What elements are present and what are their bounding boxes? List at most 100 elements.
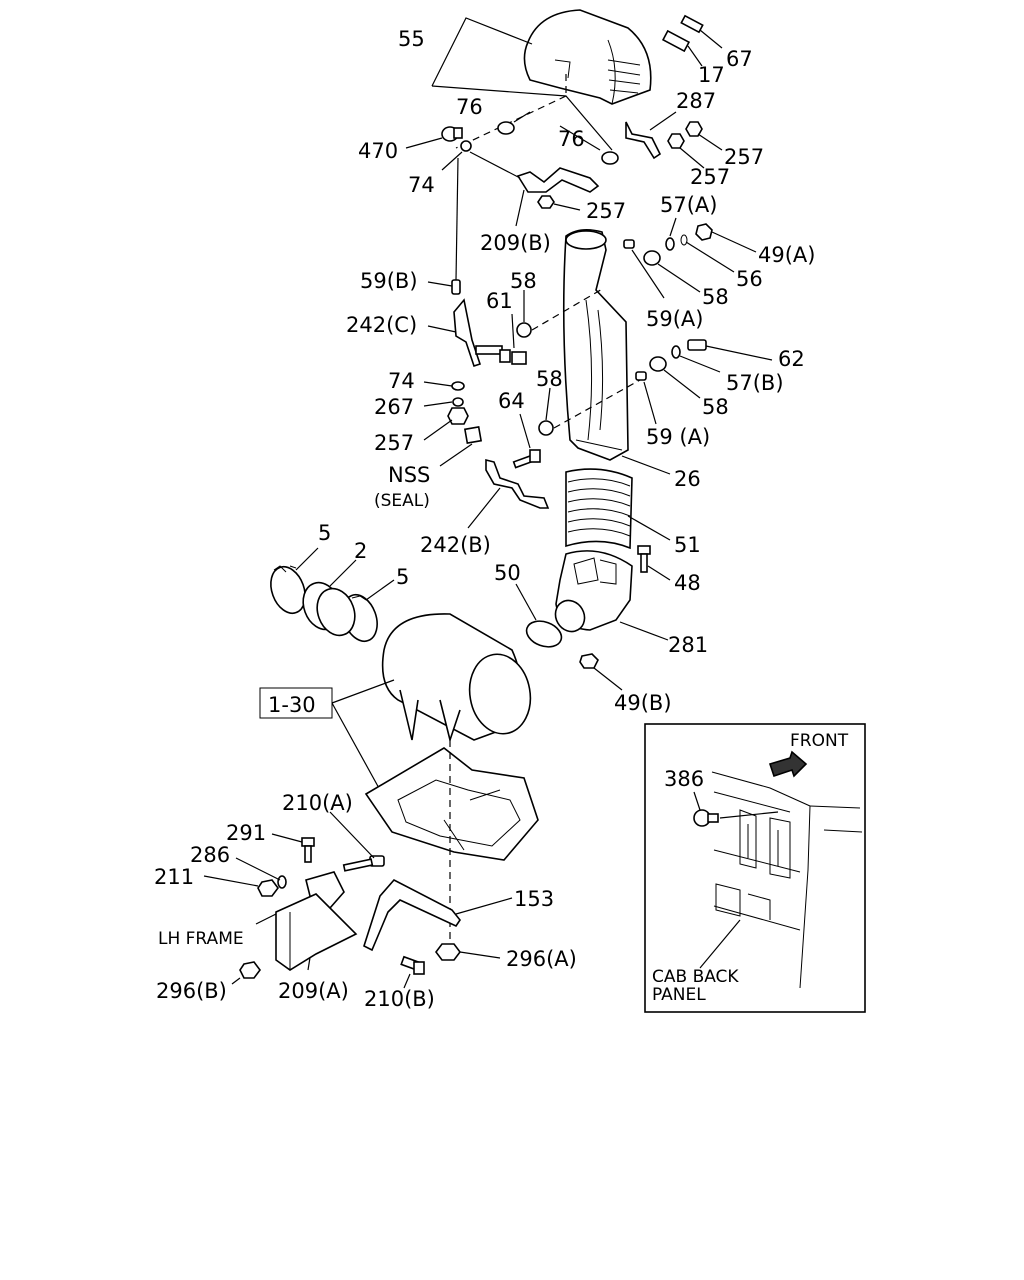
part-55-hood: [523, 9, 652, 105]
label-57a: 57(A): [660, 193, 717, 217]
label-74: 74: [388, 369, 415, 393]
part-76-grommet: [497, 121, 619, 165]
part-74-washer: [460, 140, 472, 152]
inset-cab-back-panel: [644, 723, 866, 1013]
part-2-hose: [302, 581, 356, 637]
part-242b-bracket: [485, 458, 550, 509]
part-257-nut: [537, 195, 555, 209]
label-59a: 59 (A): [646, 425, 710, 449]
label-49a: 49(A): [758, 243, 815, 267]
label-210a: 210(A): [282, 791, 353, 815]
part-281-elbow: [554, 550, 633, 633]
part-50-clamp: [525, 620, 563, 648]
part-210a-bolt: [342, 855, 385, 872]
part-286-washer: [277, 875, 287, 889]
part-291-bolt: [301, 837, 315, 863]
part-mount-plate: [364, 747, 539, 861]
part-267-washer: [452, 397, 464, 407]
label-59b: 59(B): [360, 269, 418, 293]
label-26: 26: [674, 467, 701, 491]
label-5: 5: [318, 521, 331, 545]
callout-labels: 55 67 17 76 76 287 470 257 74 257 257 57…: [154, 27, 849, 1011]
part-48-bolt: [637, 545, 651, 573]
label-287: 287: [676, 89, 716, 113]
label-1-30: 1-30: [268, 693, 316, 717]
label-257: 257: [724, 145, 764, 169]
part-209b-bracket: [516, 167, 600, 193]
part-57a-washer: [665, 237, 675, 251]
label-2: 2: [354, 539, 367, 563]
label-209b: 209(B): [480, 231, 551, 255]
part-211-nut: [257, 879, 279, 897]
part-64-bolt: [512, 449, 541, 469]
label-5: 5: [396, 565, 409, 589]
label-cab-back: CAB BACK: [652, 967, 739, 987]
label-49b: 49(B): [614, 691, 672, 715]
label-257: 257: [690, 165, 730, 189]
label-48: 48: [674, 571, 701, 595]
part-26-intake-duct: [562, 228, 629, 461]
label-209a: 209(A): [278, 979, 349, 1003]
label-470: 470: [358, 139, 398, 163]
label-nss: NSS: [388, 463, 430, 487]
label-51: 51: [674, 533, 701, 557]
label-67: 67: [726, 47, 753, 71]
label-257: 257: [374, 431, 414, 455]
label-58: 58: [702, 285, 729, 309]
label-panel: PANEL: [652, 985, 706, 1005]
part-57b-washer: [671, 345, 681, 359]
part-242c-bracket: [453, 298, 482, 368]
part-296b-nut: [239, 961, 261, 979]
label-281: 281: [668, 633, 708, 657]
label-286: 286: [190, 843, 230, 867]
part-257-nut: [667, 121, 703, 149]
part-74-washer: [451, 381, 465, 391]
part-62-bolt: [687, 339, 707, 351]
label-17: 17: [698, 63, 725, 87]
label-62: 62: [778, 347, 805, 371]
label-50: 50: [494, 561, 521, 585]
part-51-bellows: [565, 468, 633, 550]
label-58: 58: [510, 269, 537, 293]
part-470-cap: [441, 126, 463, 142]
label-76: 76: [456, 95, 483, 119]
label-lh-frame: LH FRAME: [158, 929, 244, 949]
label-211: 211: [154, 865, 194, 889]
part-287-bracket: [625, 121, 662, 160]
part-56-washer: [680, 234, 688, 246]
label-55: 55: [398, 27, 425, 51]
part-nss-seal: [463, 425, 483, 445]
label-76: 76: [558, 127, 585, 151]
lh-frame: [275, 893, 358, 971]
part-58-bushing: [516, 250, 667, 436]
label-front: FRONT: [790, 731, 849, 751]
label-242c: 242(C): [346, 313, 417, 337]
label-61: 61: [486, 289, 513, 313]
label-57b: 57(B): [726, 371, 784, 395]
part-257-nut: [447, 407, 469, 425]
label-153: 153: [514, 887, 554, 911]
label-58: 58: [702, 395, 729, 419]
label-58: 58: [536, 367, 563, 391]
label-seal: (SEAL): [374, 491, 430, 511]
part-67-strip: [680, 14, 704, 34]
part-49a-nut: [695, 223, 713, 241]
part-210b-bolt: [400, 955, 425, 975]
part-49b-nut: [579, 653, 599, 669]
part-153-bracket: [363, 879, 461, 952]
part-1-30-air-cleaner: [381, 613, 532, 743]
label-56: 56: [736, 267, 763, 291]
label-59a: 59(A): [646, 307, 703, 331]
part-296a-nut: [435, 943, 461, 961]
part-61-bolt: [475, 345, 527, 365]
part-17-strip: [661, 29, 691, 53]
label-267: 267: [374, 395, 414, 419]
label-242b: 242(B): [420, 533, 491, 557]
label-64: 64: [498, 389, 525, 413]
label-210b: 210(B): [364, 987, 435, 1011]
label-257: 257: [586, 199, 626, 223]
part-59a-pin: [623, 239, 647, 381]
label-296b: 296(B): [156, 979, 227, 1003]
label-74: 74: [408, 173, 435, 197]
